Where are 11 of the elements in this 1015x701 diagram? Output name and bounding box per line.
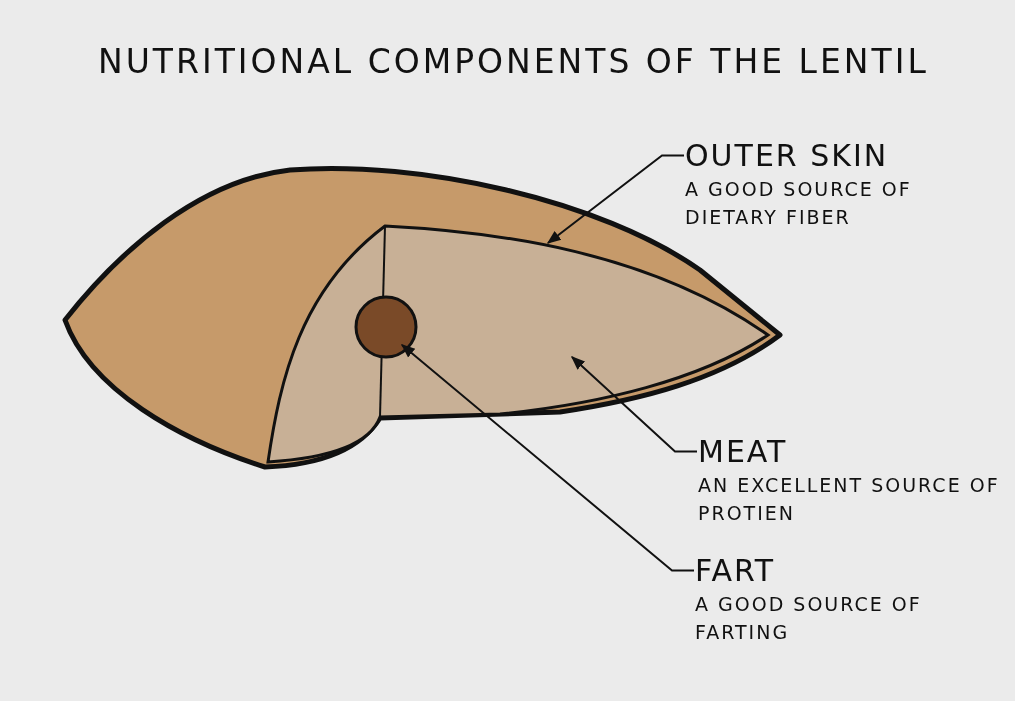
fart-spot [354, 295, 418, 359]
part-description: AN EXCELLENT SOURCE OF PROTIEN [698, 473, 1001, 526]
leader-line [546, 154, 685, 244]
part-description: A GOOD SOURCE OF FARTING [695, 592, 923, 645]
leader-line [570, 356, 698, 453]
part-name: OUTER SKIN [685, 138, 890, 173]
part-name: FART [695, 553, 776, 588]
title: NUTRITIONAL COMPONENTS OF THE LENTIL [98, 42, 929, 81]
part-name: MEAT [698, 434, 789, 469]
leader-line [400, 344, 695, 572]
part-description: A GOOD SOURCE OF DIETARY FIBER [685, 177, 913, 230]
